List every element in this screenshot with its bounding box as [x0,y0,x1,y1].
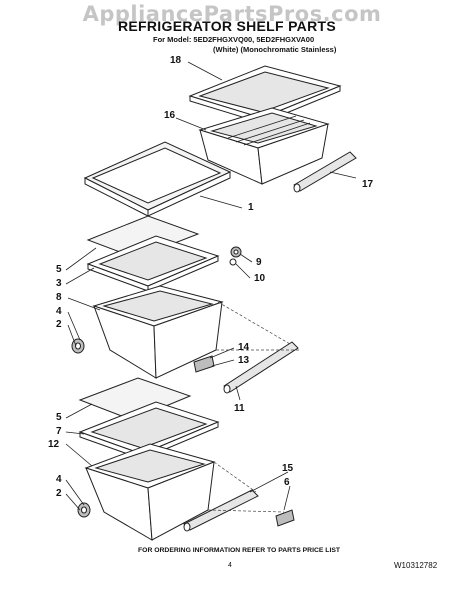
page-title: REFRIGERATOR SHELF PARTS [118,18,336,34]
leader-lines [65,61,357,511]
callout-16: 16 [164,110,176,121]
clip-parts-13-14 [193,355,215,373]
callout-7: 7 [56,426,62,437]
callout-18: 18 [170,55,182,66]
frame-part-3 [86,235,220,292]
callout-10: 10 [254,273,266,284]
shelf-part-1 [83,141,232,217]
callout-9: 9 [256,257,262,268]
callout-8: 8 [56,292,62,303]
callout-12: 12 [48,439,60,450]
drawer-part-12 [84,443,216,541]
crisper-drawer-part-16 [198,107,330,185]
fastener-parts-9-10 [229,246,242,266]
callout-6: 6 [284,477,290,488]
callout-5-lower: 5 [56,412,62,423]
callout-1: 1 [248,202,254,213]
watermark: AppliancePartsPros.com [82,2,382,26]
callout-17: 17 [362,179,374,190]
clip-part-6 [275,509,295,527]
wheel-parts-2-4 [71,338,85,354]
callout-4-lower: 4 [56,474,62,485]
model-numbers: For Model: 5ED2FHGXVQ00, 5ED2FHGXVA00 [153,35,315,44]
document-number: W10312782 [394,561,438,570]
callout-11: 11 [234,403,245,414]
drawer-part-8 [92,285,224,379]
callout-5: 5 [56,264,62,275]
ordering-note: FOR ORDERING INFORMATION REFER TO PARTS … [138,547,341,554]
page-number: 4 [228,562,232,569]
wheel-parts-2-4-lower [77,502,91,518]
shelf-frame-part-18 [188,65,342,124]
rod-part-17 [293,151,357,193]
rod-part-11 [223,341,299,394]
model-colors: (White) (Monochromatic Stainless) [213,45,337,54]
alignment-lines [207,301,300,513]
callout-4: 4 [56,306,62,317]
glass-insert-part-5-lower [78,377,192,421]
callout-2: 2 [56,319,62,330]
callout-2-lower: 2 [56,488,62,499]
callout-13: 13 [238,355,250,366]
callout-14: 14 [238,342,250,353]
callout-3: 3 [56,278,62,289]
callout-15: 15 [282,463,294,474]
